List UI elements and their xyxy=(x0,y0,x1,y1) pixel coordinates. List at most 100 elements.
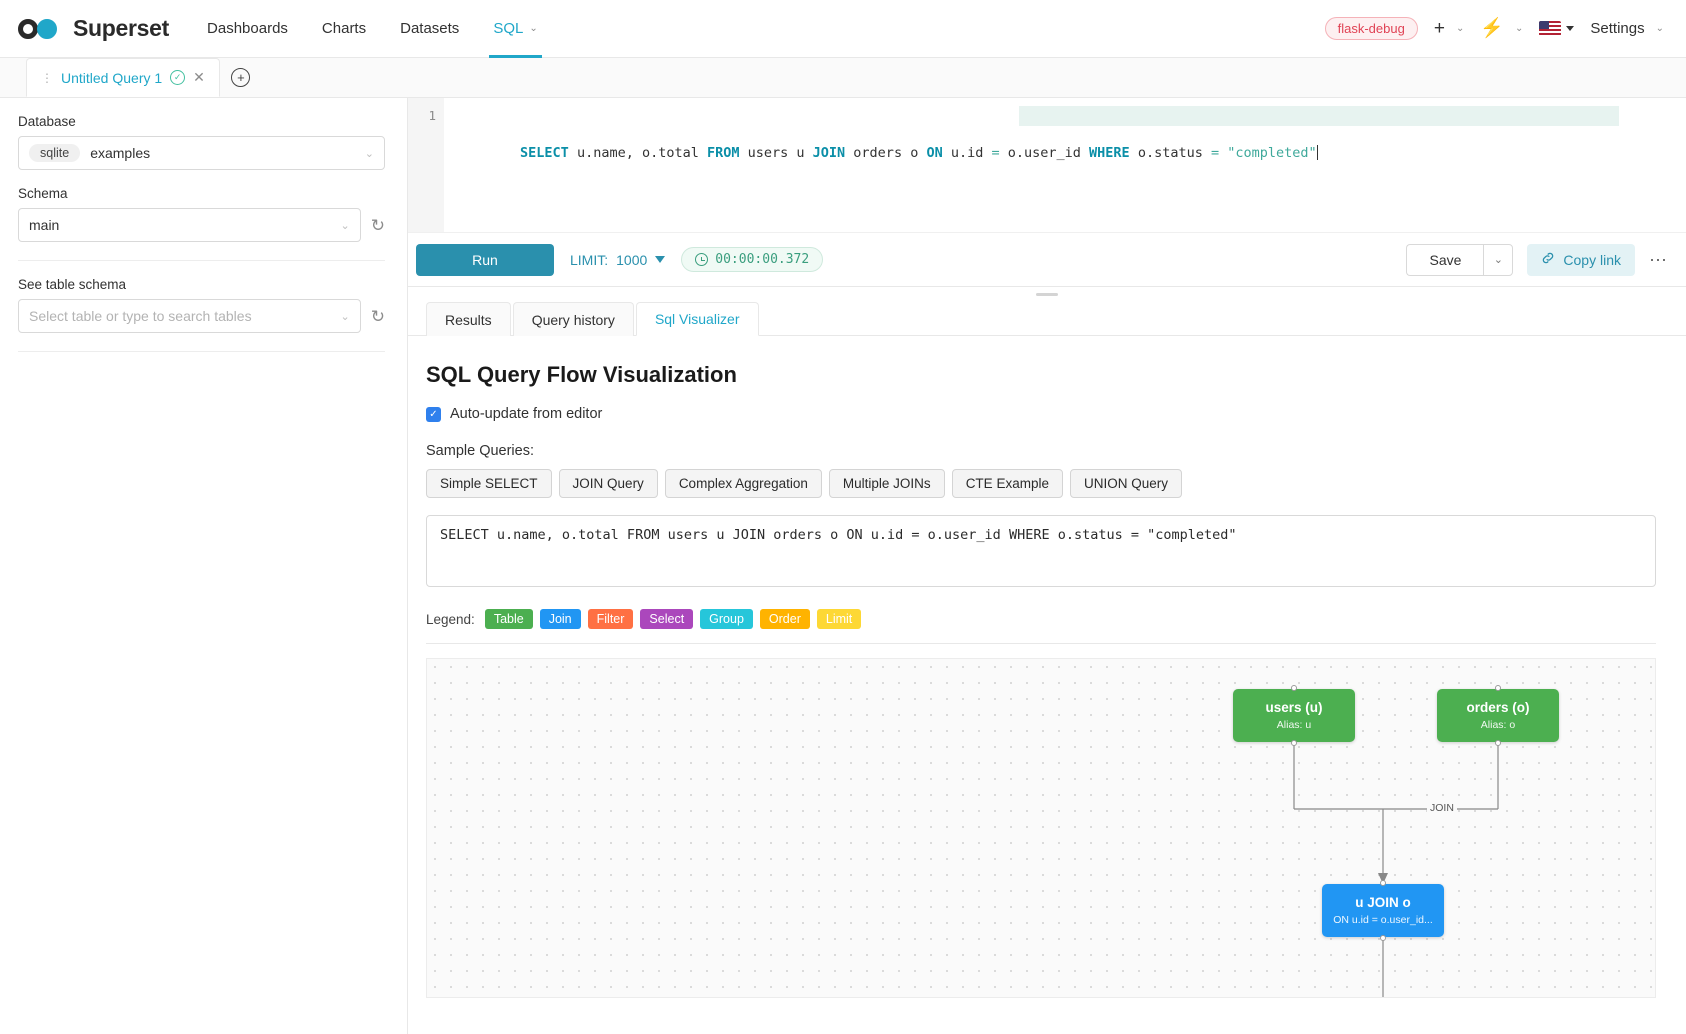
language-picker[interactable] xyxy=(1539,21,1575,36)
nav-link-charts[interactable]: Charts xyxy=(322,0,366,58)
page-title: SQL Query Flow Visualization xyxy=(426,362,737,387)
flow-node-orders[interactable]: orders (o) Alias: o xyxy=(1437,685,1559,746)
panel-divider-2 xyxy=(18,351,385,352)
panel-resize-handle[interactable] xyxy=(408,287,1686,301)
new-menu[interactable]: + ⌄ xyxy=(1434,19,1465,38)
nav-link-dashboards[interactable]: Dashboards xyxy=(207,0,288,58)
chevron-down-icon: ⌄ xyxy=(340,310,350,323)
visualizer-query-input[interactable] xyxy=(426,515,1656,587)
primary-nav: Dashboards Charts Datasets SQL ⌄ xyxy=(207,0,543,58)
result-tabs: Results Query history Sql Visualizer xyxy=(408,301,1686,336)
settings-menu[interactable]: Settings ⌄ xyxy=(1590,20,1664,37)
flow-edge-label-join: JOIN xyxy=(1427,802,1457,814)
chevron-down-icon: ⌄ xyxy=(1515,23,1524,34)
top-navbar: Superset Dashboards Charts Datasets SQL … xyxy=(0,0,1686,58)
limit-dropdown[interactable]: LIMIT: 1000 xyxy=(570,251,666,268)
query-tab-strip: ⋮ Untitled Query 1 ✓ ✕ + xyxy=(0,58,1686,98)
query-flow-canvas[interactable]: users (u) Alias: u orders (o) Alias: o J… xyxy=(426,658,1656,998)
copy-link-label: Copy link xyxy=(1563,251,1621,268)
sql-editor[interactable]: 1 SELECT u.name, o.total FROM users u JO… xyxy=(408,98,1686,233)
superset-logo[interactable]: Superset xyxy=(18,15,169,42)
copy-link-button[interactable]: Copy link xyxy=(1527,243,1635,276)
sample-btn-cte-example[interactable]: CTE Example xyxy=(951,469,1063,498)
query-tab-untitled-query-1[interactable]: ⋮ Untitled Query 1 ✓ ✕ xyxy=(26,58,220,97)
save-button-group: Save ⌄ xyxy=(1406,243,1514,276)
nav-link-charts-label: Charts xyxy=(321,20,367,37)
schema-value: main xyxy=(29,217,60,233)
chevron-down-icon: ⌄ xyxy=(1455,23,1465,34)
table-schema-label: See table schema xyxy=(18,277,127,292)
flow-node-join[interactable]: u JOIN o ON u.id = o.user_id... xyxy=(1322,880,1444,941)
us-flag-icon xyxy=(1539,21,1562,36)
save-button[interactable]: Save xyxy=(1406,243,1484,276)
tab-results-label: Results xyxy=(445,311,492,328)
nav-link-sql-label: SQL xyxy=(493,20,524,37)
editor-code-area[interactable]: SELECT u.name, o.total FROM users u JOIN… xyxy=(444,98,1686,232)
check-circle-icon: ✓ xyxy=(170,70,186,85)
legend-badge-join: Join xyxy=(539,609,581,629)
tab-sql-visualizer[interactable]: Sql Visualizer xyxy=(635,302,759,336)
legend-badge-limit: Limit xyxy=(816,609,862,629)
tab-query-history[interactable]: Query history xyxy=(512,302,634,336)
plus-circle-icon: + xyxy=(231,68,251,87)
legend-badge-order: Order xyxy=(759,609,810,629)
refresh-schema-icon[interactable]: ↻ xyxy=(370,215,385,235)
add-query-tab-button[interactable]: + xyxy=(220,58,262,97)
caret-down-icon xyxy=(655,256,666,263)
limit-label: LIMIT: xyxy=(570,251,609,268)
close-icon[interactable]: ✕ xyxy=(193,69,205,85)
drag-handle-icon[interactable]: ⋮ xyxy=(41,70,53,85)
more-options-icon[interactable]: ⋯ xyxy=(1649,249,1668,270)
editor-toolbar: Run LIMIT: 1000 00:00:00.372 Save ⌄ xyxy=(408,233,1686,287)
database-engine-badge: sqlite xyxy=(29,144,81,162)
tab-results[interactable]: Results xyxy=(426,302,511,336)
editor-code-line: SELECT u.name, o.total FROM users u JOIN… xyxy=(520,145,1317,161)
legend-badge-select: Select xyxy=(640,609,694,629)
node-port-bottom xyxy=(1380,935,1386,941)
nav-link-dashboards-label: Dashboards xyxy=(207,20,288,37)
refresh-tables-icon[interactable]: ↻ xyxy=(370,306,385,326)
left-query-panel: Database sqlite examples ⌄ Schema main ⌄… xyxy=(0,98,408,1034)
flow-node-users-title: users (u) xyxy=(1265,700,1323,715)
save-dropdown-button[interactable]: ⌄ xyxy=(1483,243,1514,276)
bolt-icon: ⚡ xyxy=(1480,18,1505,39)
table-placeholder: Select table or type to search tables xyxy=(29,308,252,324)
query-timer-value: 00:00:00.372 xyxy=(715,252,810,267)
auto-update-checkbox[interactable]: ✓ xyxy=(426,406,441,422)
flow-node-users[interactable]: users (u) Alias: u xyxy=(1233,685,1355,746)
sample-btn-complex-aggregation[interactable]: Complex Aggregation xyxy=(664,469,822,498)
legend-label: Legend: xyxy=(426,611,475,627)
legend-badge-filter: Filter xyxy=(587,609,634,629)
nav-link-datasets[interactable]: Datasets xyxy=(400,0,459,58)
database-field: Database sqlite examples ⌄ xyxy=(18,114,385,170)
infinity-logo-icon xyxy=(18,16,64,42)
nav-link-sql[interactable]: SQL ⌄ xyxy=(489,0,543,58)
sample-btn-join-query[interactable]: JOIN Query xyxy=(558,469,658,498)
auto-update-row: ✓ Auto-update from editor xyxy=(426,406,1656,422)
editor-gutter: 1 xyxy=(408,98,444,232)
node-port-bottom xyxy=(1291,740,1297,746)
clock-icon xyxy=(695,253,709,266)
limit-value: 1000 xyxy=(616,251,648,268)
sample-btn-union-query[interactable]: UNION Query xyxy=(1069,469,1182,498)
bolt-menu[interactable]: ⚡ ⌄ xyxy=(1480,19,1523,38)
schema-label: Schema xyxy=(18,186,68,201)
sample-btn-simple-select[interactable]: Simple SELECT xyxy=(426,469,552,498)
database-select[interactable]: sqlite examples ⌄ xyxy=(18,136,385,170)
plus-icon: + xyxy=(1433,18,1445,39)
schema-select[interactable]: main ⌄ xyxy=(18,208,361,242)
run-button[interactable]: Run xyxy=(416,243,554,276)
brand-text: Superset xyxy=(73,15,170,41)
sample-queries-label: Sample Queries: xyxy=(426,443,534,459)
chevron-down-icon: ⌄ xyxy=(529,23,538,34)
sample-btn-multiple-joins[interactable]: Multiple JOINs xyxy=(828,469,945,498)
flask-debug-badge: flask-debug xyxy=(1324,17,1418,40)
flow-node-orders-sub: Alias: o xyxy=(1480,719,1516,731)
flow-node-orders-title: orders (o) xyxy=(1466,700,1530,715)
legend-badge-table: Table xyxy=(484,609,533,629)
node-port-top xyxy=(1495,685,1501,691)
database-value: examples xyxy=(90,145,151,161)
editor-selection-highlight xyxy=(1019,106,1619,126)
caret-down-icon xyxy=(1566,26,1575,31)
table-select[interactable]: Select table or type to search tables ⌄ xyxy=(18,299,361,333)
